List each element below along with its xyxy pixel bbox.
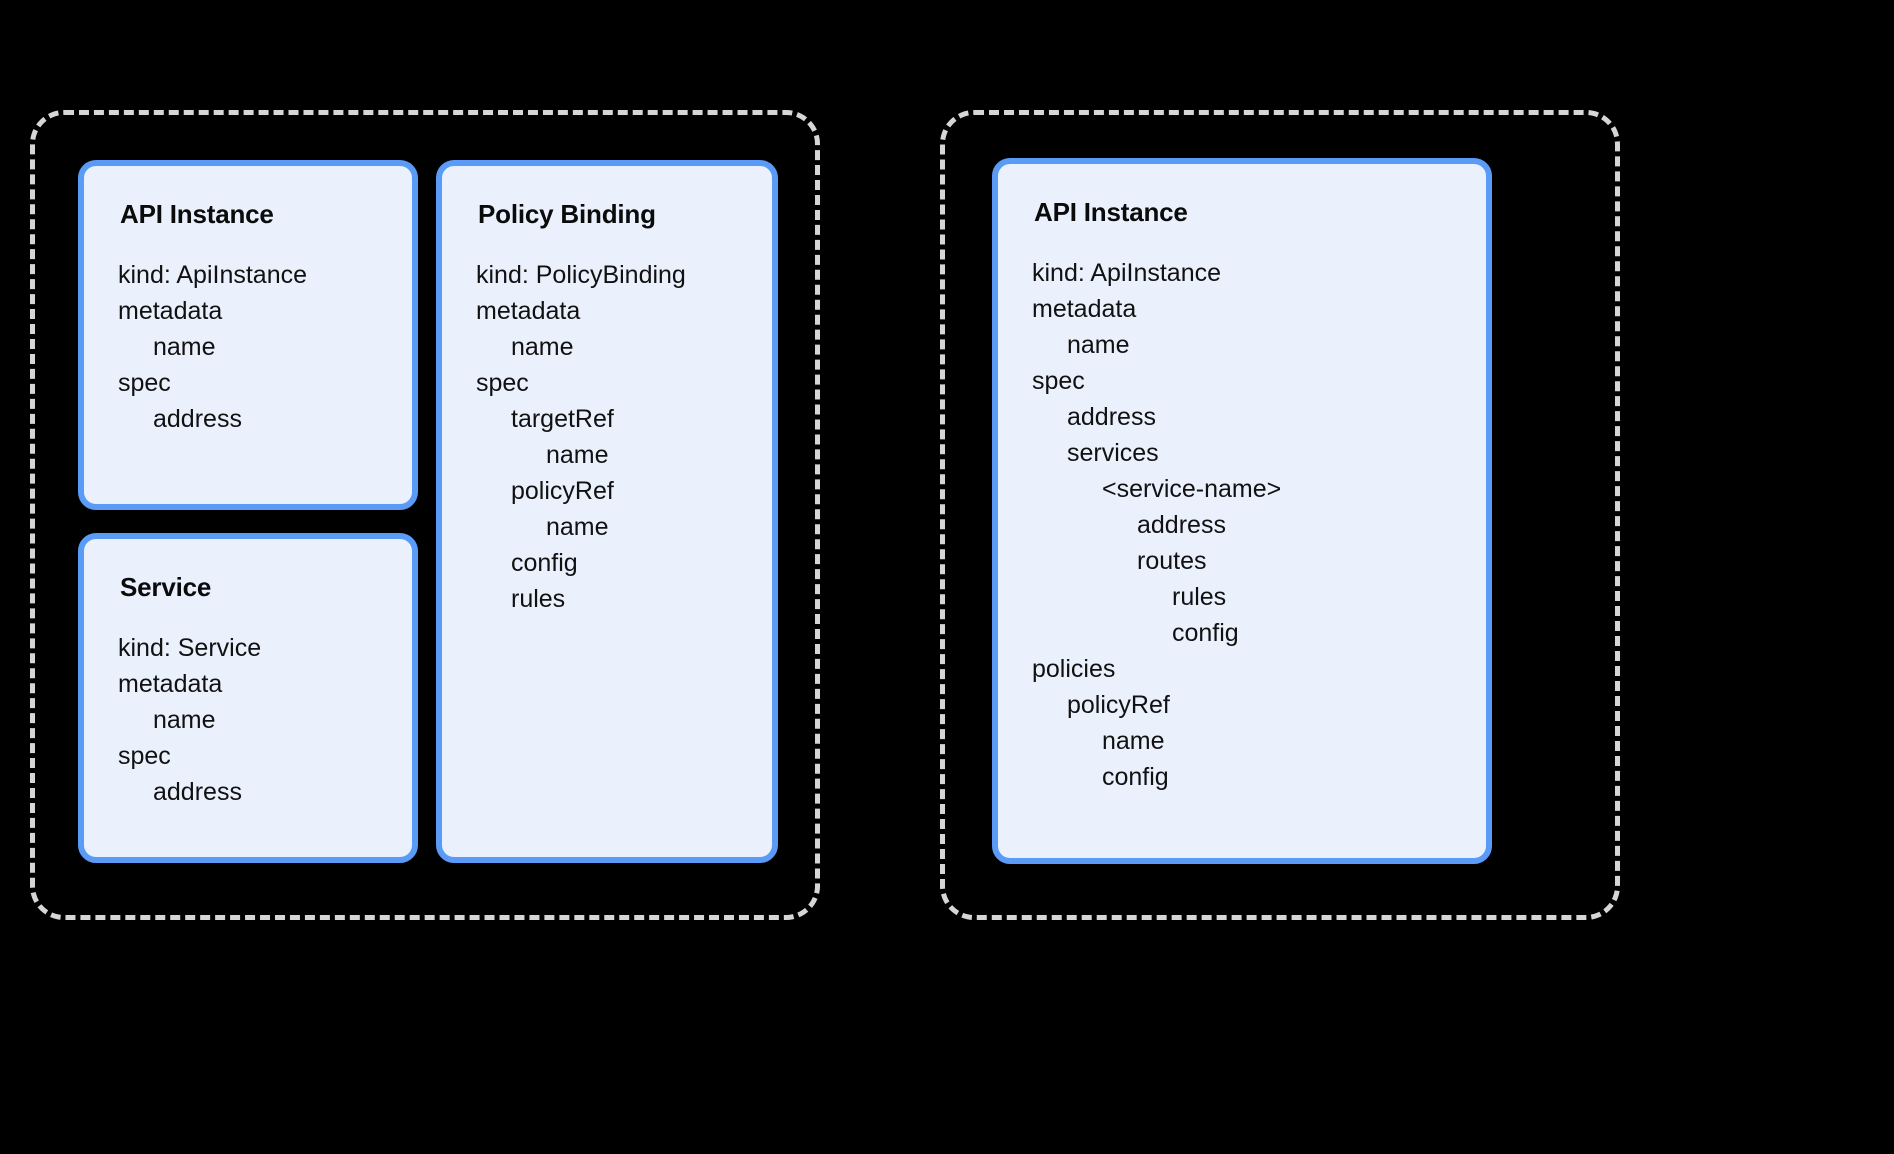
card-policy-binding[interactable]: Policy Binding kind: PolicyBinding metada… [436,160,778,863]
yaml-line: metadata [118,296,223,325]
card-api-instance[interactable]: API Instance kind: ApiInstance metadata na… [78,160,418,510]
yaml-line: policies [1032,654,1116,683]
yaml-line: <service-name> [1102,474,1282,503]
yaml-line: rules [511,584,566,613]
yaml-block-api-instance: kind: ApiInstance metadata name spec address [118,257,380,437]
yaml-line: kind: PolicyBinding [476,260,686,289]
yaml-line: rules [1172,582,1227,611]
yaml-line: spec [118,741,171,770]
separate-resources-panel [30,110,820,920]
yaml-line: name [1067,330,1130,359]
card-service[interactable]: Service kind: Service metadata name spec add… [78,533,418,863]
card-title: API Instance [120,199,274,229]
yaml-line: kind: ApiInstance [118,260,308,289]
yaml-line: kind: ApiInstance [1032,258,1222,287]
yaml-line: name [546,512,609,541]
yaml-line: name [153,705,216,734]
yaml-line: metadata [1032,294,1137,323]
yaml-line: address [1067,402,1156,431]
yaml-line: routes [1137,546,1207,575]
yaml-block-policy-binding: kind: PolicyBinding metadata name spec targe… [476,257,740,617]
yaml-line: policyRef [511,476,614,505]
yaml-line: spec [476,368,529,397]
yaml-line: targetRef [511,404,614,433]
card-api-instance-merged[interactable]: API Instance kind: ApiInstance metadata na… [992,158,1492,864]
yaml-line: config [1172,618,1239,647]
card-title: API Instance [1034,197,1188,227]
yaml-line: spec [118,368,171,397]
card-title: Service [120,572,212,602]
yaml-block-service: kind: Service metadata name spec address [118,630,380,810]
yaml-line: services [1067,438,1159,467]
yaml-line: metadata [476,296,581,325]
yaml-line: name [1102,726,1165,755]
yaml-line: name [153,332,216,361]
yaml-line: policyRef [1067,690,1170,719]
yaml-line: spec [1032,366,1085,395]
yaml-line: address [153,404,242,433]
yaml-block-api-instance-merged: kind: ApiInstance metadata name spec address… [1032,255,1454,795]
yaml-line: name [511,332,574,361]
yaml-line: address [1137,510,1226,539]
yaml-line: name [546,440,609,469]
merged-resource-panel [940,110,1620,920]
yaml-line: kind: Service [118,633,262,662]
yaml-line: metadata [118,669,223,698]
yaml-line: address [153,777,242,806]
card-title: Policy Binding [478,199,656,229]
yaml-line: config [511,548,578,577]
yaml-line: config [1102,762,1169,791]
